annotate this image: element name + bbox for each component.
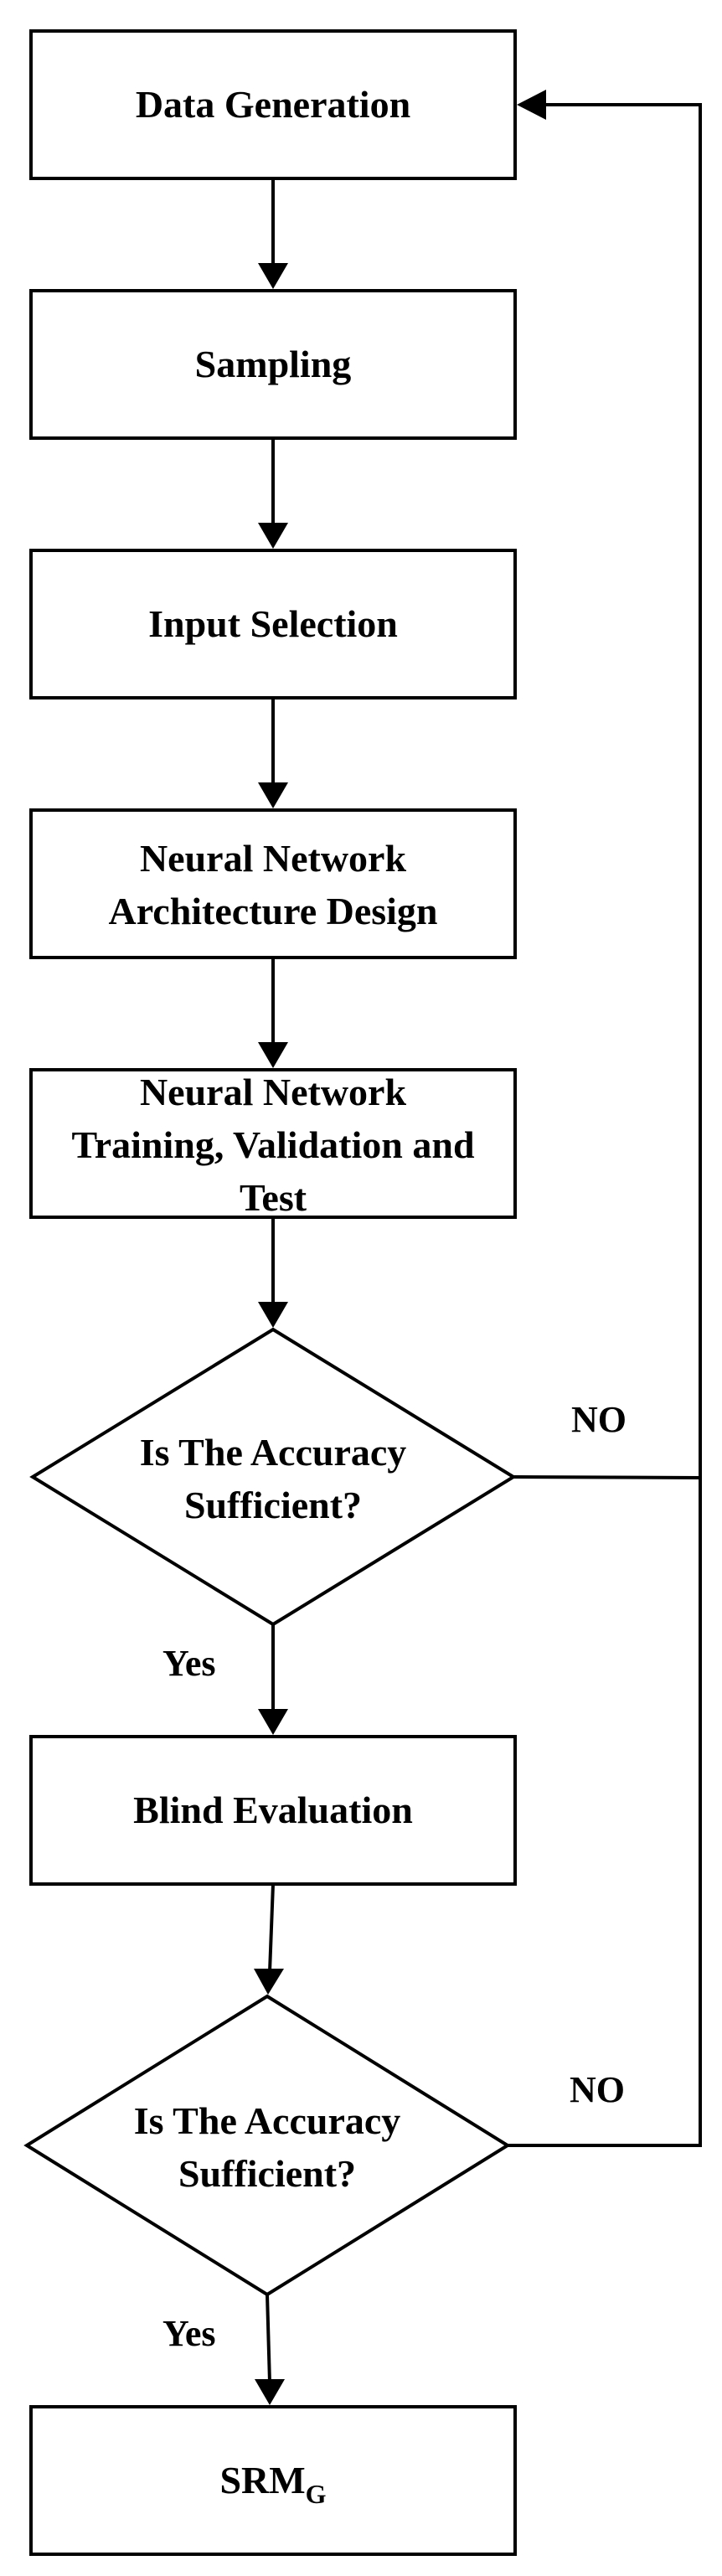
arrow-6-head [258, 1709, 288, 1735]
blind-evaluation-label: Blind Evaluation [133, 1789, 413, 1831]
feedback-arrowhead [517, 90, 546, 120]
nn-training-label-line1: Neural Network [140, 1071, 407, 1113]
arrow-8-head [255, 2379, 285, 2405]
nn-architecture-label-line2: Architecture Design [108, 890, 437, 932]
decision-1-yes-label: Yes [162, 1643, 216, 1684]
decision-2-yes-label: Yes [162, 2313, 216, 2354]
srm-g-subscript: G [306, 2479, 327, 2509]
arrow-7-line [268, 1883, 275, 1973]
decision-1-no-label: NO [571, 1399, 627, 1440]
feedback-loop-1 [513, 103, 702, 1480]
srm-g-box [29, 2405, 517, 2556]
decision-1-diamond [29, 1327, 517, 1627]
decision-2-no-label: NO [570, 2069, 625, 2110]
decision-1-label-line1: Is The Accuracy [140, 1431, 407, 1474]
srm-g-label: SRMG [219, 2459, 326, 2509]
data-generation-label: Data Generation [136, 83, 410, 126]
arrow-3-head [258, 782, 288, 808]
input-selection-box [29, 549, 517, 699]
decision-2-label-line2: Sufficient? [178, 2152, 356, 2195]
nn-architecture-label-line1: Neural Network [140, 837, 407, 880]
nn-architecture-box [29, 808, 517, 959]
nn-training-label-line3: Test [240, 1176, 307, 1219]
input-selection-label: Input Selection [148, 602, 398, 645]
decision-1-label-line2: Sufficient? [184, 1484, 362, 1526]
arrow-1-head [258, 263, 288, 289]
decision-2-label-line1: Is The Accuracy [134, 2099, 401, 2142]
sampling-box [29, 289, 517, 440]
arrow-8-line [266, 2294, 271, 2383]
arrow-2-head [258, 523, 288, 549]
nn-training-label-line2: Training, Validation and [71, 1123, 474, 1166]
arrow-7-head [254, 1969, 284, 1995]
arrow-5-head [258, 1302, 288, 1328]
decision-2-diamond [23, 1994, 511, 2297]
data-generation-box [29, 29, 517, 180]
nn-training-box [29, 1068, 517, 1219]
feedback-loop-2 [508, 1478, 702, 2147]
srm-g-main: SRM [219, 2459, 305, 2501]
arrow-4-head [258, 1042, 288, 1068]
sampling-label: Sampling [195, 343, 352, 385]
